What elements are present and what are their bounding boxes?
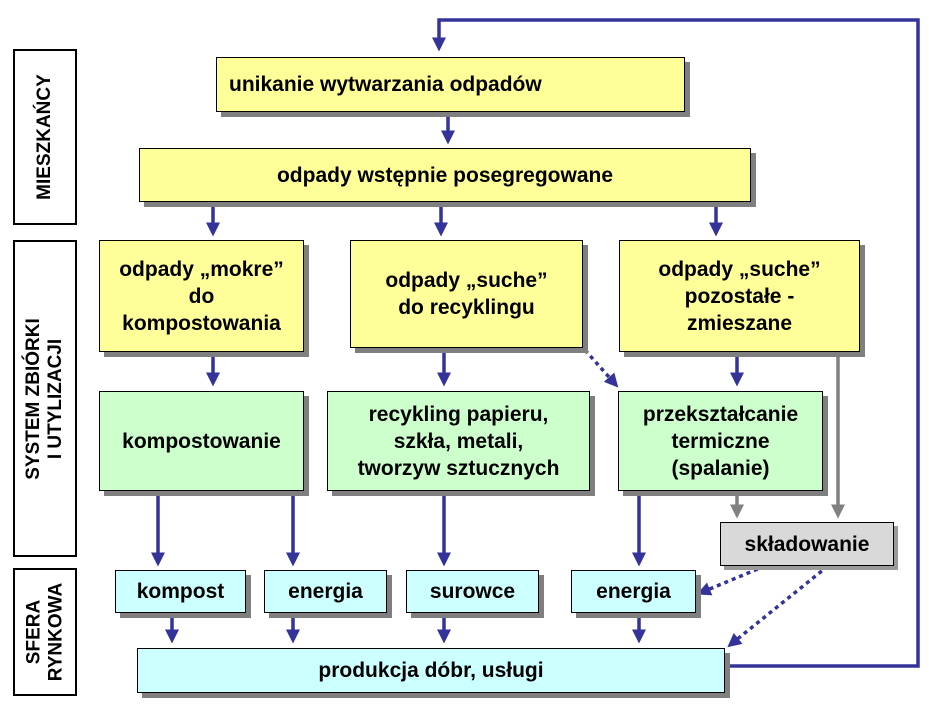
- side-label-market: SFERA RYNKOWA: [13, 568, 77, 696]
- box-avoid-waste: unikanie wytwarzania odpadów: [216, 57, 685, 112]
- feedback-loop-arrow: [432, 18, 920, 668]
- box-composting: kompostowanie: [99, 391, 304, 491]
- box-energy-2: energia: [571, 570, 696, 613]
- box-dry-mixed-waste: odpady „suche” pozostałe - zmieszane: [619, 240, 860, 352]
- box-recycling-line3: tworzyw sztucznych: [357, 456, 560, 480]
- arrow-landfill-production-dotted: [727, 564, 830, 648]
- box-thermal-line1: przekształcanie: [642, 402, 799, 426]
- box-raw-materials: surowce: [406, 570, 539, 613]
- box-wet-waste-line3: kompostowania: [122, 311, 281, 335]
- box-recycling-line1: recykling papieru,: [368, 402, 549, 426]
- box-thermal-treatment: przekształcanie termiczne (spalanie): [618, 391, 823, 491]
- box-energy-1-text: energia: [288, 580, 363, 603]
- box-composting-text: kompostowanie: [122, 429, 281, 453]
- box-recycling-line2: szkła, metali,: [393, 429, 524, 453]
- box-compost: kompost: [115, 570, 246, 613]
- box-dry-mixed-line2: pozostałe -: [684, 284, 795, 308]
- box-thermal-line3: (spalanie): [671, 456, 770, 480]
- box-energy-1: energia: [264, 570, 387, 613]
- box-dry-recycling-line1: odpady „suche”: [385, 269, 548, 292]
- box-dry-mixed-line1: odpady „suche”: [658, 257, 821, 281]
- box-landfill: składowanie: [720, 522, 894, 566]
- box-presorted-waste-text: odpady wstępnie posegregowane: [276, 163, 614, 187]
- box-recycling: recykling papieru, szkła, metali, tworzy…: [327, 391, 590, 491]
- box-production-text: produkcja dóbr, usługi: [318, 659, 544, 682]
- box-dry-recycling-waste: odpady „suche” do recyklingu: [350, 240, 583, 348]
- box-compost-text: kompost: [136, 580, 225, 603]
- box-thermal-line2: termiczne: [671, 429, 770, 453]
- box-dry-mixed-line3: zmieszane: [686, 311, 793, 335]
- side-label-system: SYSTEM ZBIÓRKI I UTYLIZACJI: [13, 240, 77, 557]
- box-avoid-waste-text: unikanie wytwarzania odpadów: [229, 73, 542, 96]
- arrow-dry-recycling-thermal-dotted: [583, 348, 619, 388]
- box-raw-materials-text: surowce: [429, 580, 516, 603]
- box-wet-waste-line2: do: [188, 284, 215, 308]
- box-wet-waste: odpady „mokre” do kompostowania: [99, 240, 304, 352]
- box-production: produkcja dóbr, usługi: [137, 648, 725, 693]
- box-dry-recycling-line2: do recyklingu: [398, 296, 535, 319]
- box-wet-waste-line1: odpady „mokre”: [119, 257, 284, 281]
- box-energy-2-text: energia: [596, 580, 671, 603]
- side-label-residents: MIESZKAŃCY: [13, 49, 77, 225]
- box-presorted-waste: odpady wstępnie posegregowane: [139, 148, 751, 202]
- arrow-landfill-energy-dotted: [696, 564, 766, 596]
- box-landfill-text: składowanie: [744, 532, 870, 556]
